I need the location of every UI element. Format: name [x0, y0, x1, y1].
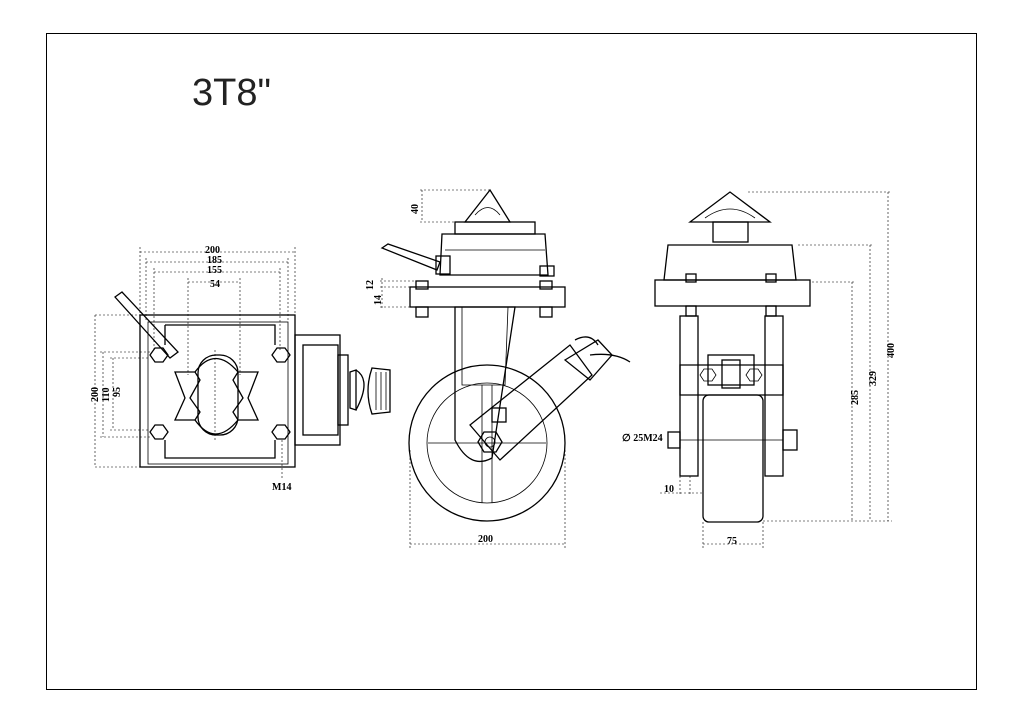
dim-front-10: 10	[664, 484, 674, 495]
dim-top-height-95: 95	[112, 387, 123, 397]
top-view: 200 185 155 54 M14 200 110 95	[90, 245, 391, 493]
dim-top-width-54: 54	[210, 279, 220, 290]
dim-side-12: 12	[365, 280, 376, 290]
drawing-title: 3T8"	[192, 72, 271, 114]
dim-top-height-200: 200	[90, 387, 101, 402]
side-view: 40 12 14 200	[365, 188, 631, 548]
drawing-frame	[46, 33, 977, 690]
dim-top-width-185: 185	[207, 255, 222, 266]
dim-front-height-400: 400	[886, 343, 897, 358]
dim-side-14: 14	[373, 295, 384, 305]
dim-front-wheel-width-75: 75	[727, 536, 737, 547]
dim-side-wheel-200: 200	[478, 534, 493, 545]
dim-top-bolt-m14: M14	[272, 482, 291, 493]
dim-front-axle: ∅ 25M24	[622, 433, 663, 444]
dim-top-width-155: 155	[207, 265, 222, 276]
dim-top-width-200: 200	[205, 245, 220, 256]
dim-front-height-285: 285	[850, 390, 861, 405]
dim-side-lock-height-40: 40	[410, 204, 421, 214]
dim-top-height-110: 110	[101, 388, 112, 402]
front-view: 400 329 285 ∅ 25M24 10 75	[622, 191, 897, 548]
dim-front-height-329: 329	[868, 371, 879, 386]
